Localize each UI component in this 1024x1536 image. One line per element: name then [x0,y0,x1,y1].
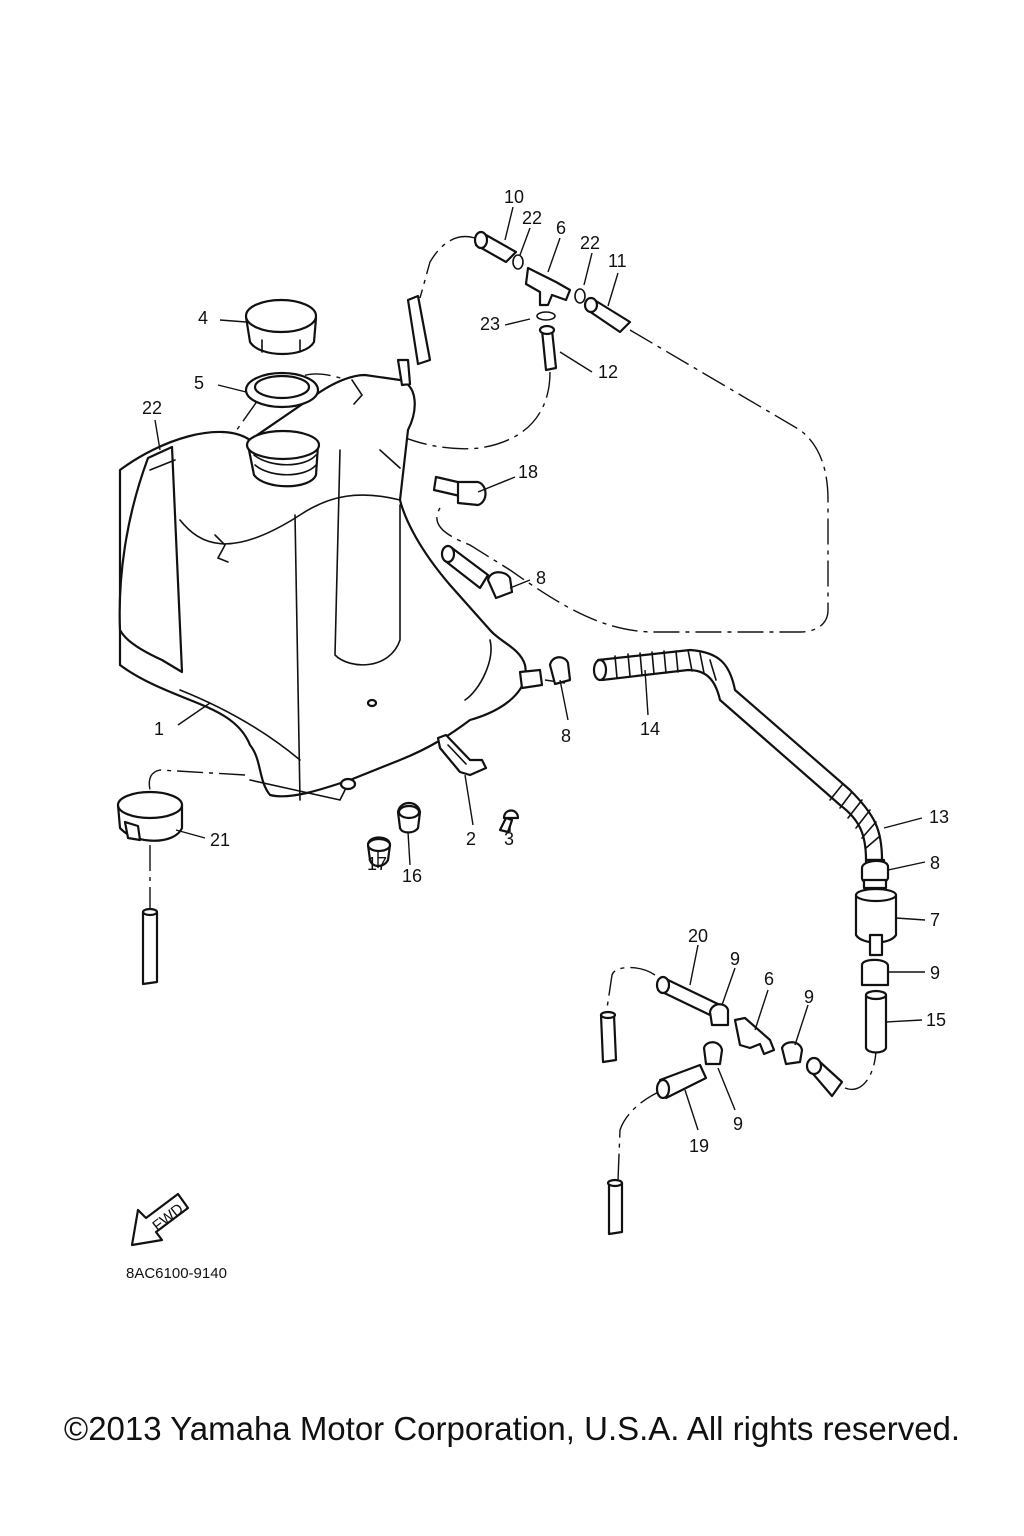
callout-12: 12 [598,362,618,382]
callout-8-c: 8 [930,853,940,873]
callout-11: 11 [608,251,627,271]
callout-19: 19 [689,1136,709,1156]
callout-22-b: 22 [580,233,600,253]
callout-9-a: 9 [930,963,940,983]
callout-4: 4 [198,308,208,328]
copyright-notice: ©2013 Yamaha Motor Corporation, U.S.A. A… [63,1410,961,1447]
callout-8-a: 8 [536,568,546,588]
callout-1: 1 [154,719,164,739]
callout-23: 22 [142,398,162,418]
callout-6-a: 6 [556,218,566,238]
callout-2: 2 [466,829,476,849]
drawing-number: 8AC6100-9140 [126,1265,227,1282]
mount-hardware [366,733,520,868]
fuel-hose-14 [548,648,884,862]
forward-arrow-icon: FWD [130,1192,190,1247]
band-clamp-21 [116,790,184,986]
callout-15: 15 [926,1010,946,1030]
callout-13: 13 [929,807,949,827]
lower-tee-assembly [599,975,844,1236]
callout-20: 20 [688,926,708,946]
leader-lines [154,206,926,1131]
callout-3: 3 [504,829,514,849]
callout-6-b: 6 [764,969,774,989]
callout-18: 18 [518,462,538,482]
callout-17: 17 [367,854,387,874]
callout-9-b: 9 [730,949,740,969]
callout-16: 16 [402,866,422,886]
vent-hose-assembly [406,230,632,372]
side-cover [118,445,184,674]
bolt-18 [432,475,487,507]
callout-22-c: 23 [480,314,500,334]
callout-21: 21 [210,830,230,850]
callout-8-b: 8 [561,726,571,746]
cap-gasket [244,371,320,409]
fuel-hose-upper [440,544,514,600]
fuel-cap [244,298,318,356]
callout-7: 7 [930,910,940,930]
callout-9-c: 9 [804,987,814,1007]
callout-9-d: 9 [733,1114,743,1134]
fuel-filter-assembly [854,858,898,1054]
callout-10: 10 [504,187,524,207]
callout-labels: 10 22 6 22 11 23 12 4 5 22 18 8 8 14 1 2… [142,187,949,1156]
callout-22-a: 22 [522,208,542,228]
callout-5: 5 [194,373,204,393]
fuel-tank [118,358,544,801]
callout-14: 14 [640,719,660,739]
